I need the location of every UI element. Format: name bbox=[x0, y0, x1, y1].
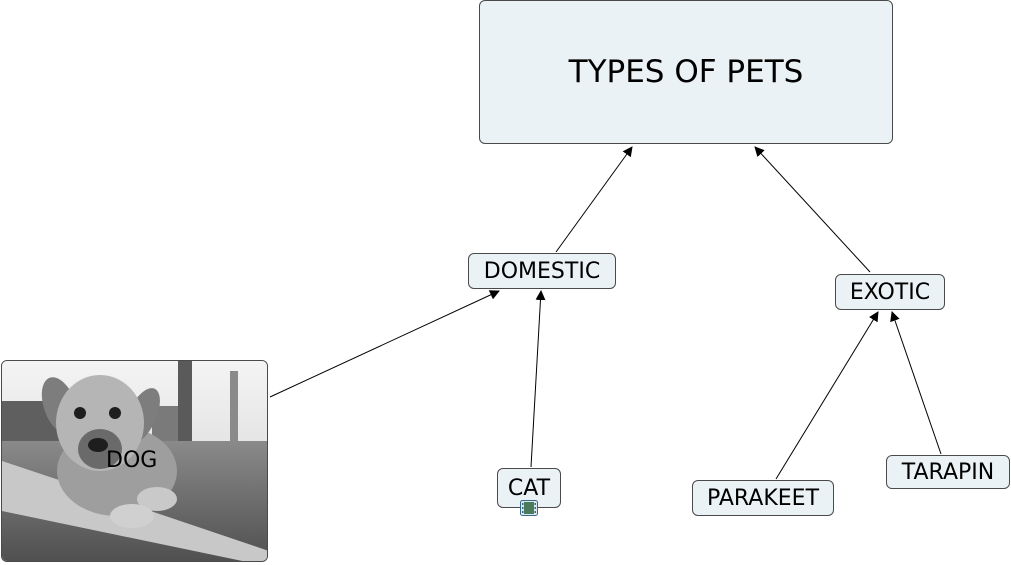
node-tarapin-label: TARAPIN bbox=[901, 459, 995, 485]
node-parakeet-label: PARAKEET bbox=[706, 485, 820, 511]
node-dog-image[interactable]: DOG bbox=[1, 360, 268, 562]
node-exotic-label: EXOTIC bbox=[849, 279, 931, 305]
node-cat-label: CAT bbox=[507, 475, 551, 501]
edge-dog-to-domestic bbox=[269, 290, 500, 398]
node-tarapin[interactable]: TARAPIN bbox=[886, 455, 1010, 489]
film-icon[interactable] bbox=[520, 500, 538, 516]
node-parakeet[interactable]: PARAKEET bbox=[692, 480, 834, 516]
edge-exotic-to-root bbox=[754, 146, 871, 273]
node-domestic[interactable]: DOMESTIC bbox=[468, 253, 616, 289]
edge-tarapin-to-exotic bbox=[890, 311, 942, 455]
root-node-types-of-pets[interactable]: TYPES OF PETS bbox=[479, 0, 893, 144]
edge-parakeet-to-exotic bbox=[775, 311, 879, 480]
edge-domestic-to-root bbox=[555, 146, 633, 253]
root-node-label: TYPES OF PETS bbox=[568, 54, 804, 90]
node-dog-label: DOG bbox=[106, 448, 158, 473]
node-exotic[interactable]: EXOTIC bbox=[835, 274, 945, 310]
edge-cat-to-domestic bbox=[530, 290, 546, 468]
puppy-photo bbox=[2, 361, 267, 561]
node-domestic-label: DOMESTIC bbox=[483, 258, 601, 284]
